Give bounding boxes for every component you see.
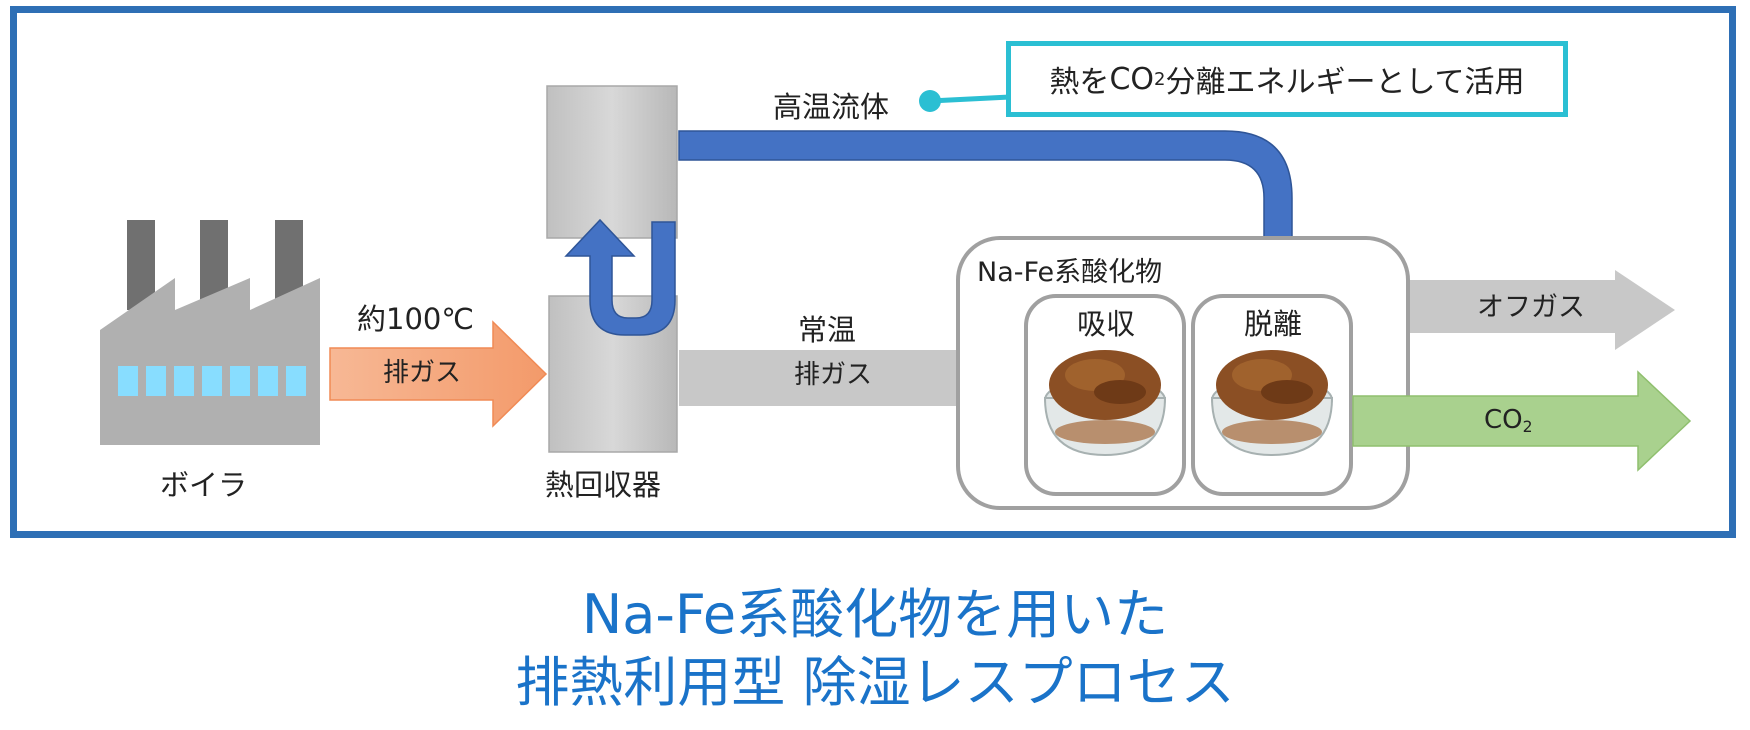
heat-recovery-upper — [546, 85, 678, 239]
title-line-1: Na-Fe系酸化物を用いた — [581, 583, 1169, 646]
room-temp-label: 常温 — [798, 313, 857, 347]
desorber-vessel — [1191, 294, 1353, 496]
absorber-vessel — [1024, 294, 1186, 496]
co2-subscript: 2 — [1522, 418, 1533, 436]
absorb-label: 吸収 — [1077, 307, 1136, 341]
co2-label: CO2 — [1484, 407, 1533, 436]
callout-co: CO — [1109, 61, 1154, 97]
co2-arrow — [1352, 370, 1692, 472]
temperature-label: 約100℃ — [357, 302, 474, 336]
desorb-label: 脱離 — [1244, 307, 1303, 341]
title-line-2: 排熱利用型 除湿レスプロセス — [515, 651, 1235, 714]
co2-text: CO — [1484, 405, 1523, 435]
callout-prefix: 熱を — [1049, 65, 1110, 100]
off-gas-arrow — [1410, 270, 1675, 350]
exhaust-arrow — [329, 320, 548, 428]
exhaust-gas-label-1: 排ガス — [383, 358, 462, 388]
boiler-factory-icon — [100, 220, 320, 445]
heat-recovery-label: 熱回収器 — [545, 468, 662, 502]
callout-subscript: 2 — [1154, 68, 1166, 90]
high-temp-fluid-label: 高温流体 — [773, 90, 890, 124]
chimney-1 — [127, 220, 155, 310]
callout-suffix: 分離エネルギーとして活用 — [1165, 65, 1525, 100]
boiler-label: ボイラ — [160, 468, 248, 502]
callout-connector — [929, 94, 1011, 104]
circulation-arrow — [564, 218, 676, 336]
room-temp-exhaust-arrow — [679, 328, 1020, 428]
off-gas-label: オフガス — [1477, 292, 1585, 323]
callout-dot — [919, 90, 941, 112]
material-label: Na-Fe系酸化物 — [977, 257, 1163, 288]
exhaust-gas-label-2: 排ガス — [794, 360, 873, 390]
factory-windows — [118, 366, 306, 396]
